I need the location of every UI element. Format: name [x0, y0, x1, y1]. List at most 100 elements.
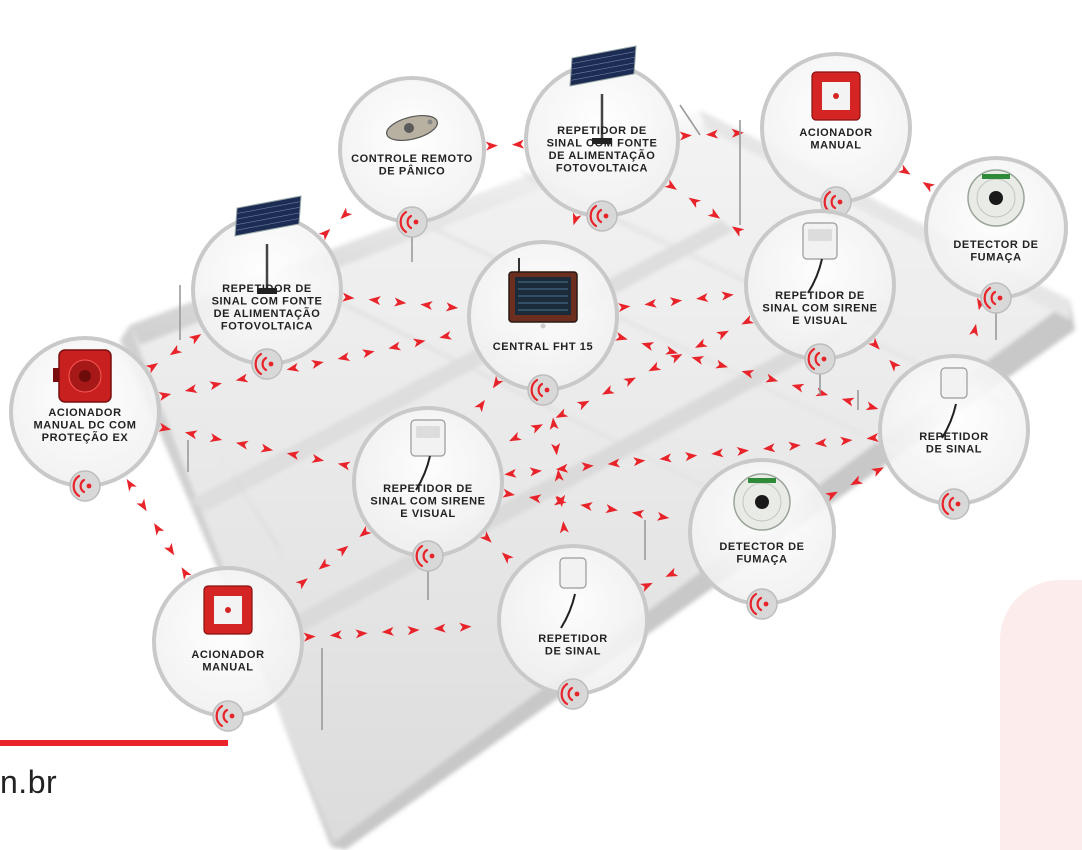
- node-label-line: MANUAL: [810, 140, 861, 152]
- mesh-arrow: [209, 381, 222, 391]
- mesh-arrow: [359, 525, 372, 537]
- mesh-arrow: [420, 301, 433, 311]
- mesh-arrow: [850, 475, 864, 486]
- footer-url: n.br: [0, 764, 58, 800]
- mesh-arrow: [555, 408, 569, 418]
- node-label-line: ACIONADOR: [191, 649, 264, 661]
- mesh-arrow: [871, 467, 884, 477]
- smoke-detector-icon: [733, 473, 791, 531]
- mesh-arrow: [169, 344, 183, 356]
- mesh-arrow: [554, 469, 564, 482]
- node-label-line: E VISUAL: [400, 508, 456, 520]
- mesh-arrow: [865, 401, 879, 411]
- node-label-line: REPETIDOR DE: [775, 290, 865, 302]
- mesh-arrow: [551, 442, 561, 456]
- mesh-arrow: [889, 359, 901, 372]
- solar-panel-icon: [569, 45, 637, 144]
- node-label-line: FOTOVOLTAICA: [221, 321, 313, 333]
- mesh-arrow: [394, 297, 407, 307]
- mesh-arrow: [368, 296, 381, 306]
- mesh-arrow: [509, 431, 522, 442]
- mesh-arrow: [235, 440, 249, 450]
- mesh-arrow: [572, 212, 582, 226]
- mesh-arrow: [136, 498, 147, 512]
- node-label-line: REPETIDOR: [919, 431, 989, 443]
- mesh-arrow: [501, 552, 514, 564]
- mesh-arrow: [694, 338, 708, 348]
- repeater-icon: [559, 557, 587, 629]
- mesh-arrow: [707, 208, 721, 219]
- node-label-line: REPETIDOR DE: [383, 483, 473, 495]
- mesh-arrow: [158, 392, 172, 401]
- mesh-arrow: [559, 521, 569, 534]
- mesh-arrow: [688, 197, 702, 208]
- wireless-signal-icon: [557, 678, 589, 710]
- mesh-arrow: [641, 342, 655, 351]
- mesh-arrow: [553, 496, 567, 506]
- mesh-arrow: [711, 448, 724, 458]
- mesh-arrow: [791, 383, 805, 393]
- mesh-arrow: [340, 207, 353, 220]
- node-label-line: REPETIDOR: [538, 633, 608, 645]
- manual-call-point-icon: [811, 71, 861, 121]
- mesh-arrow: [656, 511, 670, 521]
- mesh-arrow: [659, 453, 672, 463]
- mesh-arrow: [184, 384, 198, 393]
- node-label-line: DE PÂNICO: [379, 165, 446, 178]
- mesh-arrow: [815, 387, 829, 397]
- mesh-arrow: [633, 457, 646, 467]
- connector-line: [679, 104, 701, 136]
- mesh-arrow: [669, 297, 683, 307]
- wireless-signal-icon: [527, 374, 559, 406]
- mesh-arrow: [311, 453, 325, 463]
- mesh-arrow: [336, 545, 349, 557]
- mesh-arrow: [311, 360, 324, 369]
- mesh-arrow: [459, 622, 472, 632]
- wireless-signal-icon: [69, 470, 101, 502]
- mesh-arrow: [485, 141, 498, 151]
- node-label-line: PROTEÇÃO EX: [42, 431, 129, 444]
- wireless-signal-icon: [586, 200, 618, 232]
- mesh-arrow: [615, 331, 628, 341]
- node-label-line: DETECTOR DE: [953, 239, 1038, 251]
- mesh-arrow: [669, 354, 683, 364]
- mesh-arrow: [664, 179, 677, 190]
- mesh-arrow: [648, 361, 662, 372]
- mesh-arrow: [154, 523, 165, 536]
- mesh-arrow: [164, 542, 175, 556]
- node-label-line: FUMAÇA: [970, 252, 1021, 264]
- node-label-line: DE ALIMENTAÇÃO: [214, 307, 321, 320]
- mesh-arrow: [504, 468, 517, 478]
- mesh-arrow: [184, 430, 198, 440]
- mesh-arrow: [814, 438, 828, 448]
- device-node-central: CENTRAL FHT 15: [467, 240, 619, 406]
- mesh-arrow: [511, 139, 525, 149]
- mesh-arrow: [388, 341, 402, 351]
- mesh-arrow: [235, 373, 249, 383]
- footer-red-line: [0, 740, 228, 746]
- wireless-signal-icon: [804, 343, 836, 375]
- mesh-arrow: [158, 422, 172, 432]
- mesh-arrow: [286, 451, 300, 461]
- mesh-arrow: [492, 375, 504, 389]
- mesh-arrow: [445, 302, 459, 312]
- node-circle: [338, 76, 486, 224]
- repeater-icon: [940, 367, 968, 439]
- mesh-arrow: [607, 458, 621, 468]
- mesh-arrow: [788, 441, 801, 451]
- mesh-arrow: [502, 488, 516, 498]
- mesh-arrow: [188, 334, 202, 345]
- mesh-arrow: [841, 397, 855, 407]
- wireless-signal-icon: [980, 282, 1012, 314]
- mesh-arrow: [691, 356, 705, 365]
- mesh-arrow: [318, 228, 331, 241]
- mesh-arrow: [696, 293, 709, 303]
- mesh-arrow: [530, 424, 543, 434]
- node-label: CENTRAL FHT 15: [493, 341, 593, 353]
